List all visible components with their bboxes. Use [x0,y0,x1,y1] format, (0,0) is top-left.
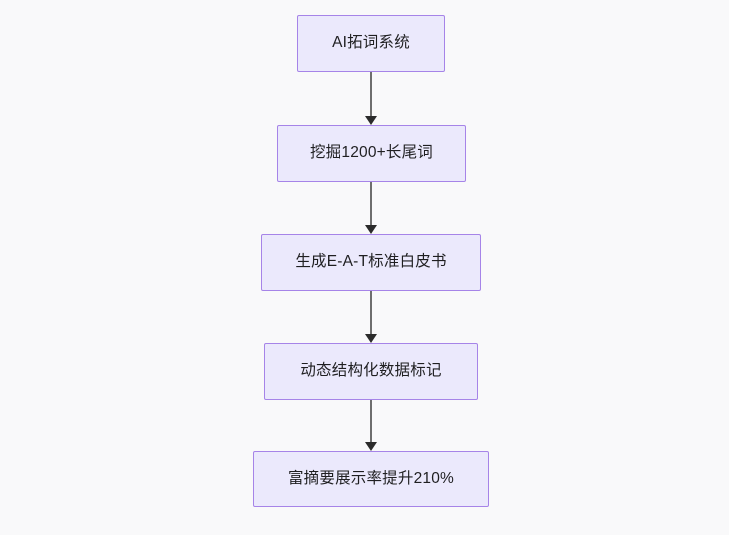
flowchart-node-4-label: 动态结构化数据标记 [300,362,442,380]
edge-3-line [370,291,372,335]
flowchart-node-3[interactable]: 生成E-A-T标准白皮书 [261,234,481,291]
edge-2-arrowhead-icon [365,225,377,234]
flowchart-node-4[interactable]: 动态结构化数据标记 [264,343,478,400]
edge-3-arrowhead-icon [365,334,377,343]
flowchart-node-5-label: 富摘要展示率提升210% [287,469,455,487]
flowchart-node-2[interactable]: 挖掘1200+长尾词 [277,125,466,182]
flowchart-node-1[interactable]: AI拓词系统 [297,15,445,72]
flowchart-edge-3 [364,291,378,343]
edge-4-arrowhead-icon [365,442,377,451]
flowchart-node-2-label: 挖掘1200+长尾词 [309,144,434,162]
flowchart-edge-1 [364,72,378,125]
edge-1-arrowhead-icon [365,116,377,125]
edge-4-line [370,400,372,443]
flowchart-node-5[interactable]: 富摘要展示率提升210% [253,451,489,507]
edge-2-line [370,182,372,226]
flowchart-node-1-label: AI拓词系统 [332,34,410,52]
edge-1-line [370,72,372,117]
flowchart-edge-2 [364,182,378,234]
flowchart-node-3-label: 生成E-A-T标准白皮书 [295,253,447,271]
flowchart-edge-4 [364,400,378,451]
